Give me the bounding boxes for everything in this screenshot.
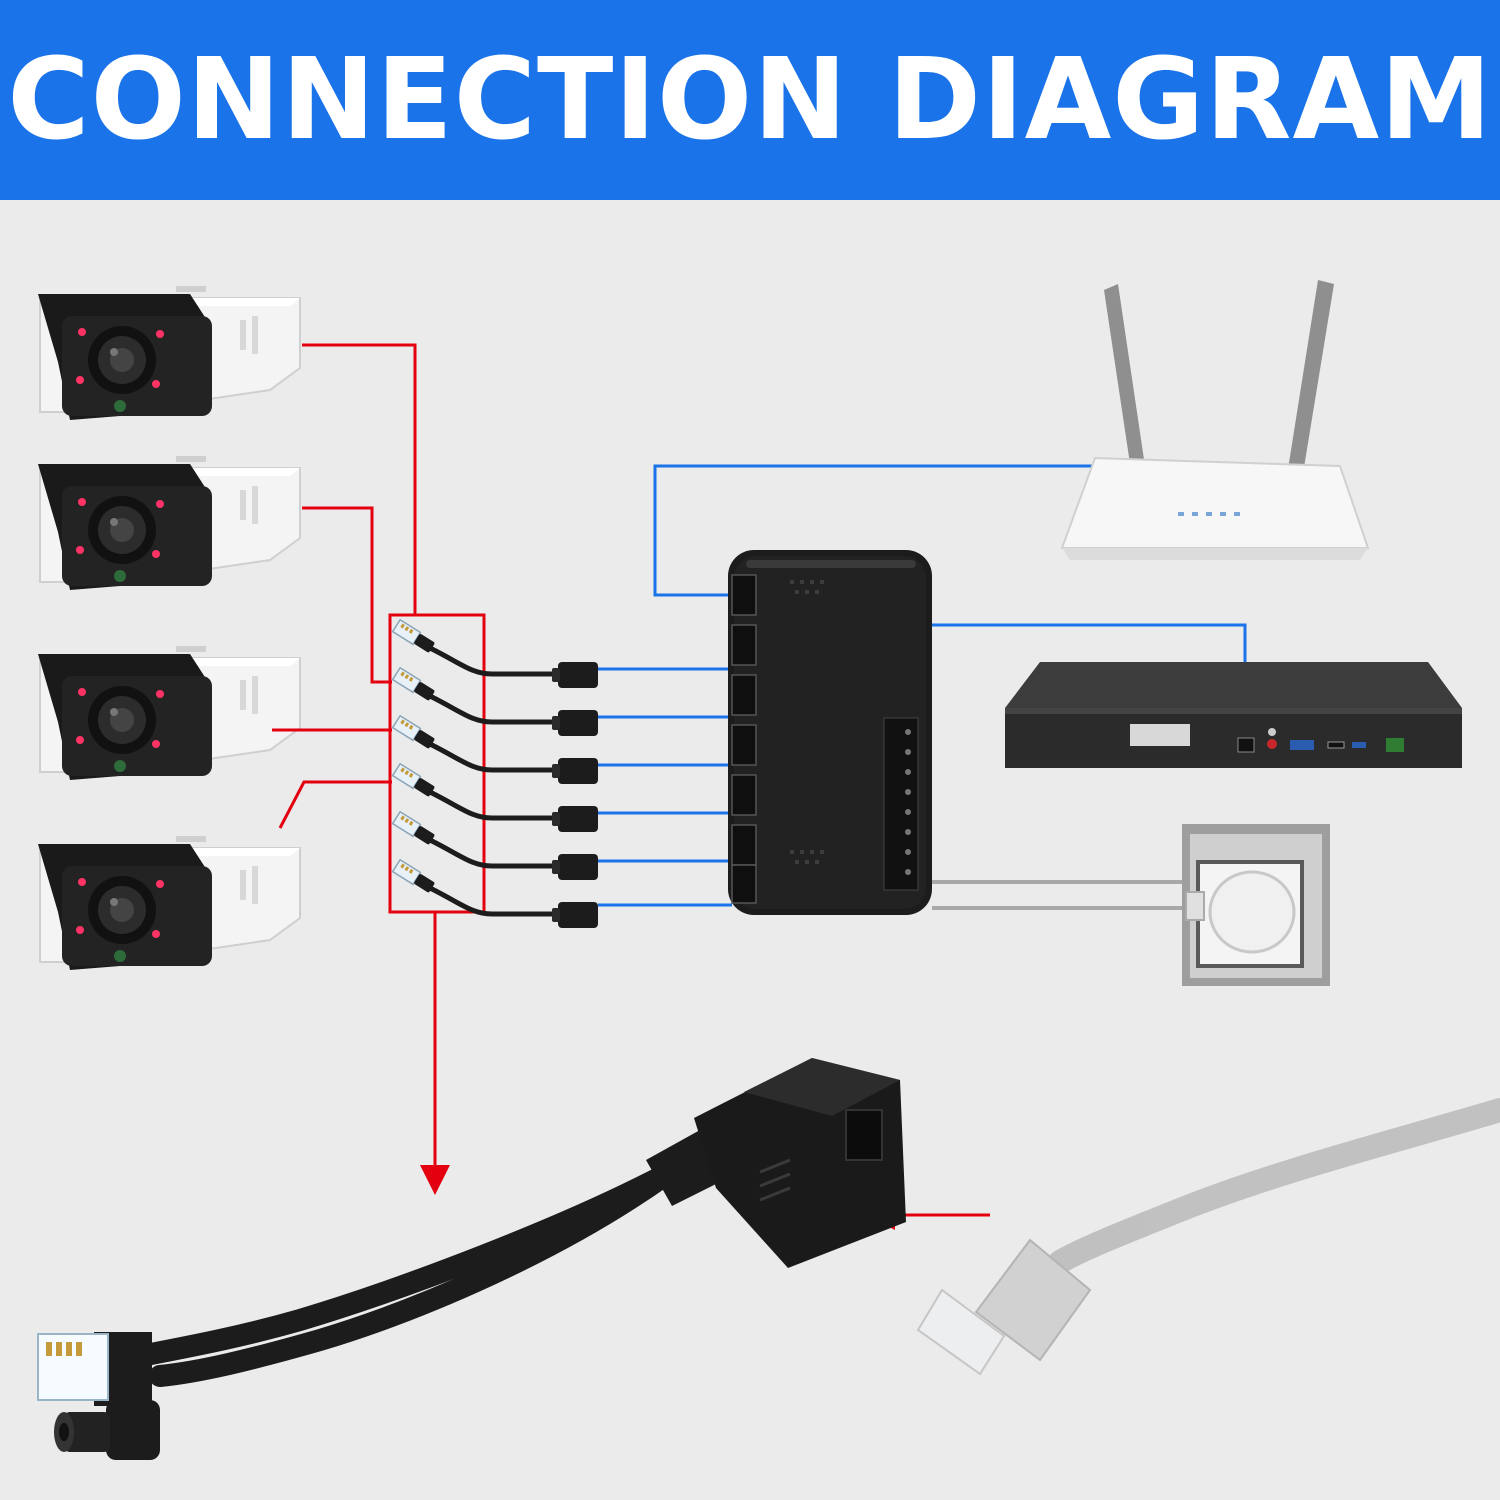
page-title: CONNECTION DIAGRAM — [7, 35, 1493, 165]
splitter-bundle-frame — [388, 613, 486, 914]
power-outlet-icon — [1182, 824, 1330, 986]
poe-splitter-closeup-icon — [37, 1058, 906, 1460]
ip-camera-icon — [37, 645, 301, 781]
ethernet-cable-icon — [916, 1098, 1500, 1376]
poe-splitter-icon — [393, 620, 598, 688]
camera-power-lines — [272, 343, 990, 1230]
connection-diagram — [0, 200, 1500, 1500]
poe-switch-icon — [728, 550, 932, 915]
wifi-router-icon — [1060, 280, 1370, 560]
nvr-recorder-icon — [1005, 662, 1462, 768]
ip-camera-icon — [37, 285, 301, 421]
switch-power-cord — [932, 880, 1186, 910]
ip-camera-icon — [37, 455, 301, 591]
title-banner: CONNECTION DIAGRAM — [0, 0, 1500, 200]
ip-camera-icon — [37, 835, 301, 971]
